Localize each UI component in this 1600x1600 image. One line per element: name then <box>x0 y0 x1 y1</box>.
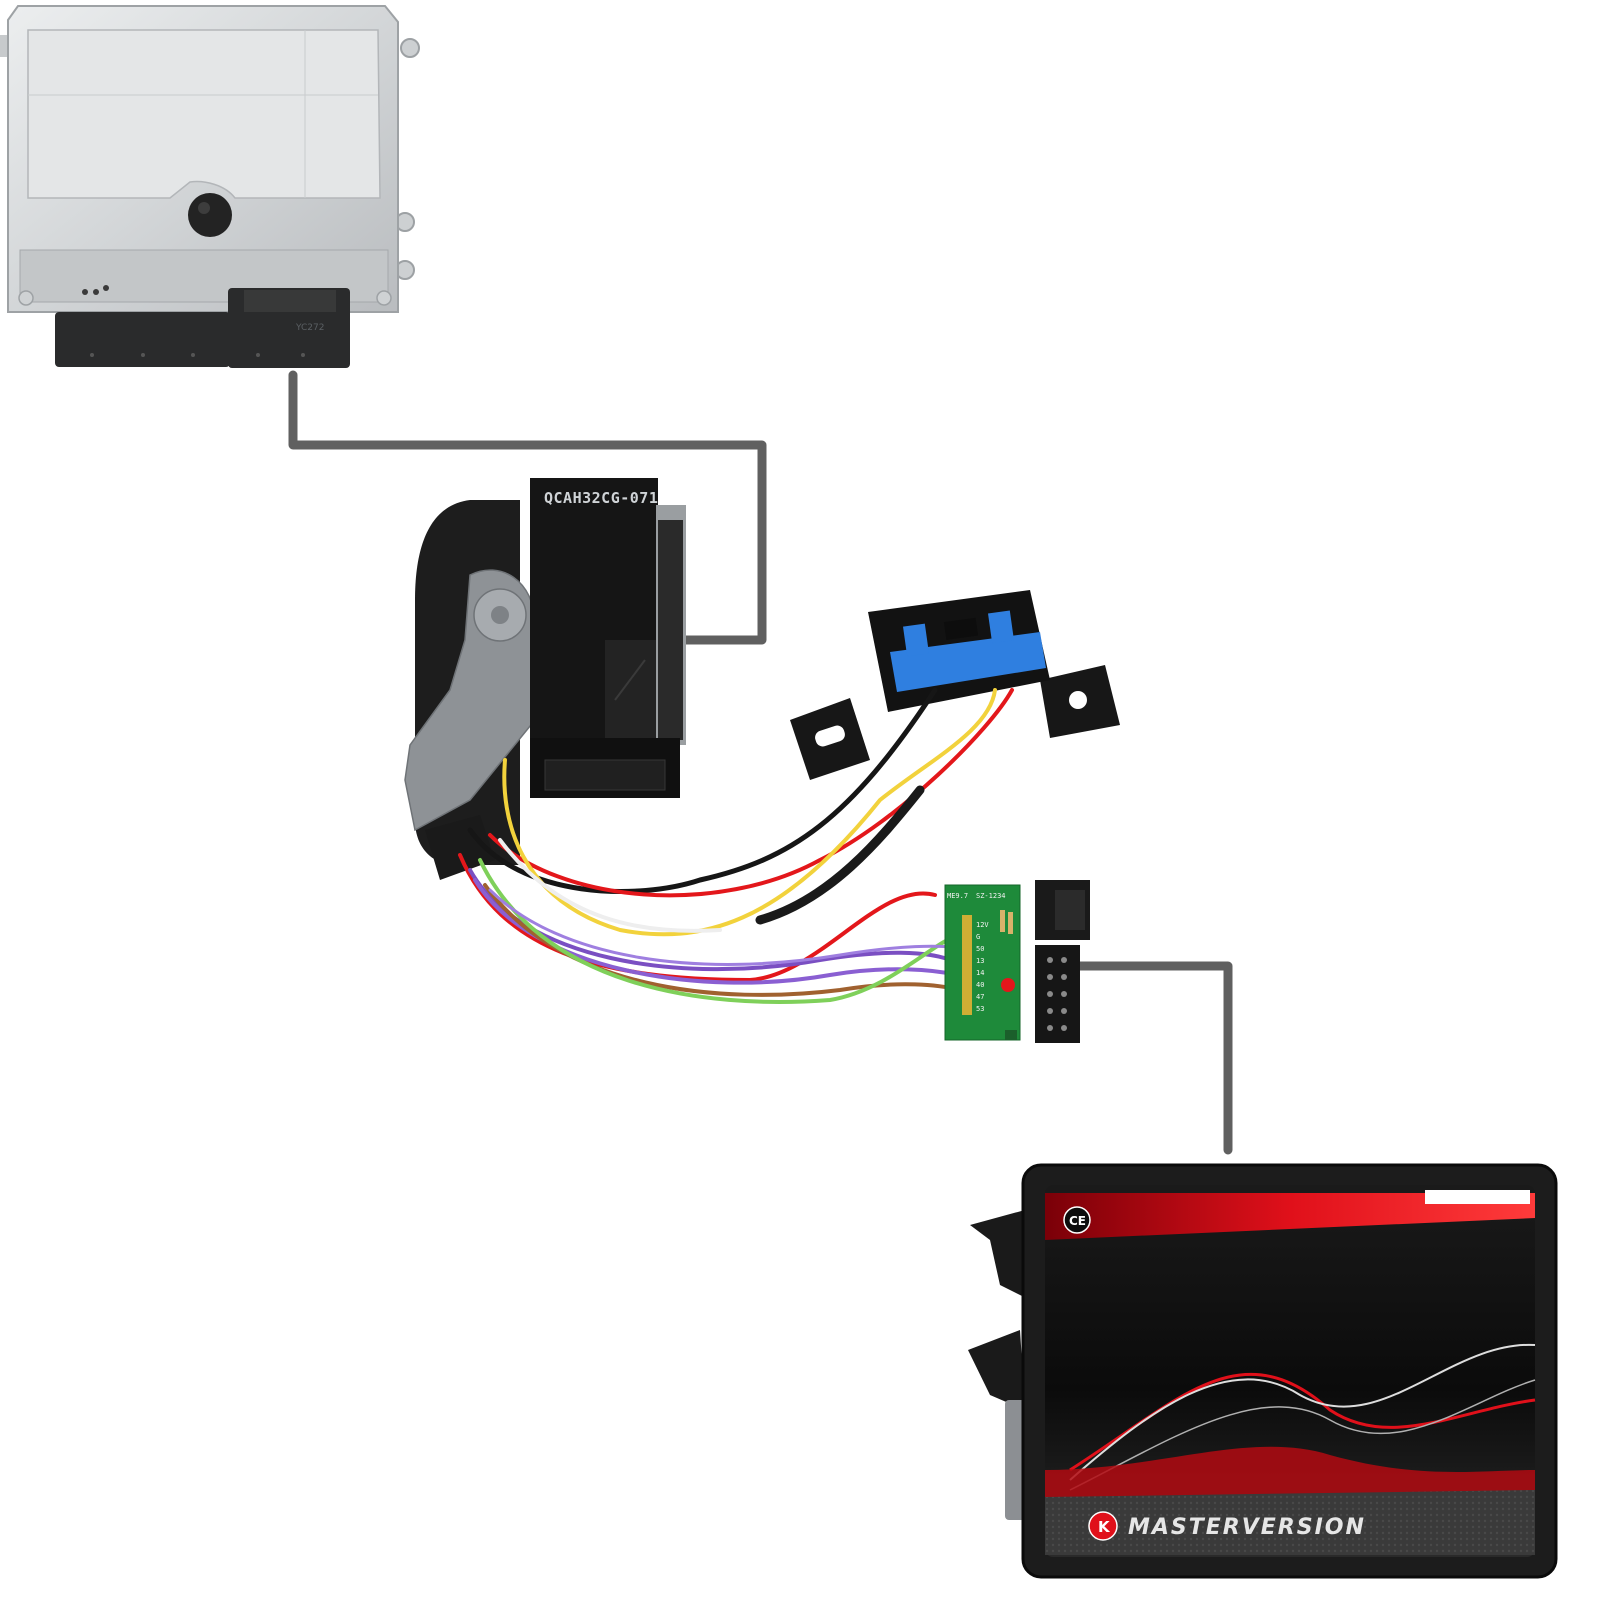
connector-lines <box>288 370 1233 1155</box>
pcb-label-right: SZ-1234 <box>976 892 1006 900</box>
pcb-pin-label: 50 <box>976 945 984 953</box>
pcb-ribbon-header <box>1035 945 1080 1043</box>
pcb-led <box>1001 978 1015 992</box>
pcb-pin-label: 47 <box>976 993 984 1001</box>
programmer-clip-bottom <box>968 1330 1025 1410</box>
pcb-pin-label: 12V <box>976 921 989 929</box>
wire-black-sleeve <box>755 785 925 925</box>
adapter-board: ME9.7 SZ-1234 12V G 50 13 14 40 47 53 <box>944 880 1090 1043</box>
wire-red-obd <box>488 688 1014 898</box>
wire-purple-c <box>488 888 962 966</box>
ce-mark-label: CE <box>1069 1214 1086 1228</box>
obd-connector <box>790 590 1120 780</box>
wire-bundle <box>458 687 1014 1004</box>
programmer-device: CE K MASTERVERSION <box>968 1163 1558 1579</box>
programmer-top-band <box>1045 1193 1535 1240</box>
ecu-mount-ear <box>400 38 420 58</box>
pcb-pin-label: G <box>976 933 980 941</box>
pcb-pin-label: 53 <box>976 1005 984 1013</box>
ribbon-pins <box>1047 957 1067 1031</box>
wire-white <box>498 838 722 933</box>
pcb-pin-labels: 12V G 50 13 14 40 47 53 <box>976 921 989 1013</box>
pcb-label-left: ME9.7 <box>947 892 968 900</box>
programmer-clip-top <box>970 1210 1030 1300</box>
k-logo-icon <box>1088 1511 1118 1541</box>
ecu-unit: YC272 <box>0 5 420 368</box>
pcb-pin-label: 13 <box>976 957 984 965</box>
ecu-to-plug-line <box>288 370 767 645</box>
ecu-lid <box>27 29 381 199</box>
ce-mark <box>1063 1206 1091 1234</box>
k-logo-letter: K <box>1098 1518 1111 1536</box>
ecu-connector-left <box>55 312 230 367</box>
ecu-plug-connector: QCAH32CG-071 <box>404 478 686 880</box>
pcb-pin-label: 14 <box>976 969 984 977</box>
wire-red-board <box>458 853 937 983</box>
pcb-pin-label: 40 <box>976 981 984 989</box>
pcb <box>944 884 1021 1041</box>
ecu-part-label: YC272 <box>295 323 324 333</box>
adapter-to-programmer-line <box>1065 961 1233 1155</box>
wire-green <box>478 858 962 1004</box>
wire-yellow-obd <box>502 688 997 937</box>
plug-part-label: QCAH32CG-071 <box>544 489 658 507</box>
brand-label: MASTERVERSION <box>1128 1515 1366 1540</box>
ecu-bolt <box>188 193 232 237</box>
